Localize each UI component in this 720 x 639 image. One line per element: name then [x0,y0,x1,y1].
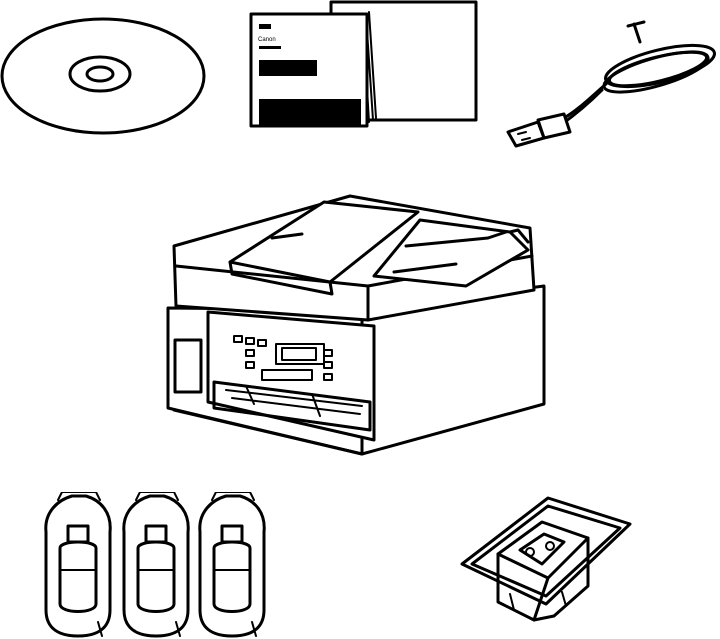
cd-rom-icon [0,12,210,142]
document-stack-icon: Canon [245,0,480,130]
ink-bottles-group [38,492,268,639]
printer-icon [162,190,552,462]
print-head-cartridge-icon [458,494,634,632]
ink-bottle-icon [198,492,266,638]
power-cord-icon [498,14,720,150]
manual-brand-text: Canon [258,37,276,43]
ink-bottle-icon [122,492,190,638]
ink-bottle-icon [44,492,112,638]
